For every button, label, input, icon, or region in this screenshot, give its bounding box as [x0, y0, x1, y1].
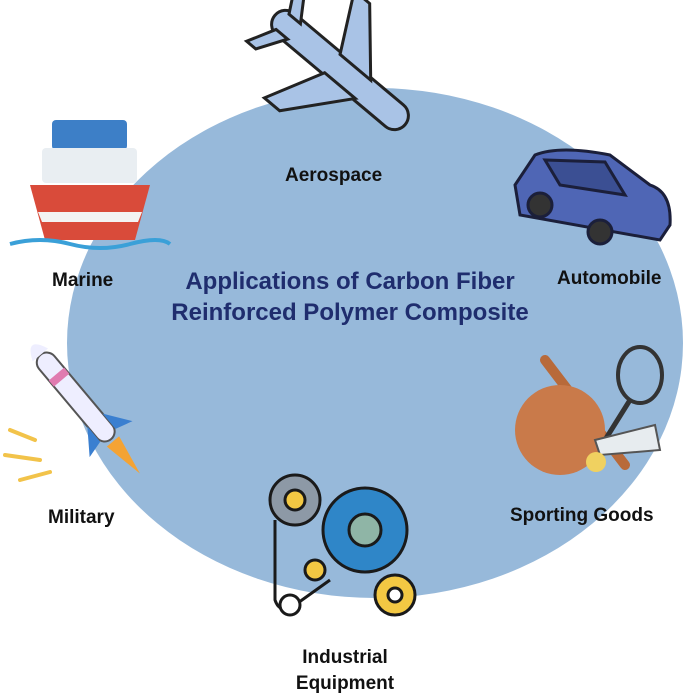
- label-marine: Marine: [52, 270, 114, 291]
- diagram-title: Applications of Carbon Fiber Reinforced …: [171, 268, 529, 326]
- label-military: Military: [48, 507, 115, 528]
- ship-icon: [9, 120, 172, 250]
- missile-icon: [30, 344, 140, 474]
- sports-equipment-icon: [515, 345, 664, 475]
- airplane-icon: [243, 0, 410, 132]
- label-aerospace: Aerospace: [285, 165, 383, 186]
- label-industrial-equipment: Industrial Equipment: [295, 647, 395, 694]
- exhaust-lines: [3, 428, 52, 482]
- car-icon: [513, 148, 672, 246]
- label-automobile: Automobile: [557, 268, 662, 289]
- gears-icon: [268, 473, 417, 617]
- label-sporting-goods: Sporting Goods: [510, 505, 654, 526]
